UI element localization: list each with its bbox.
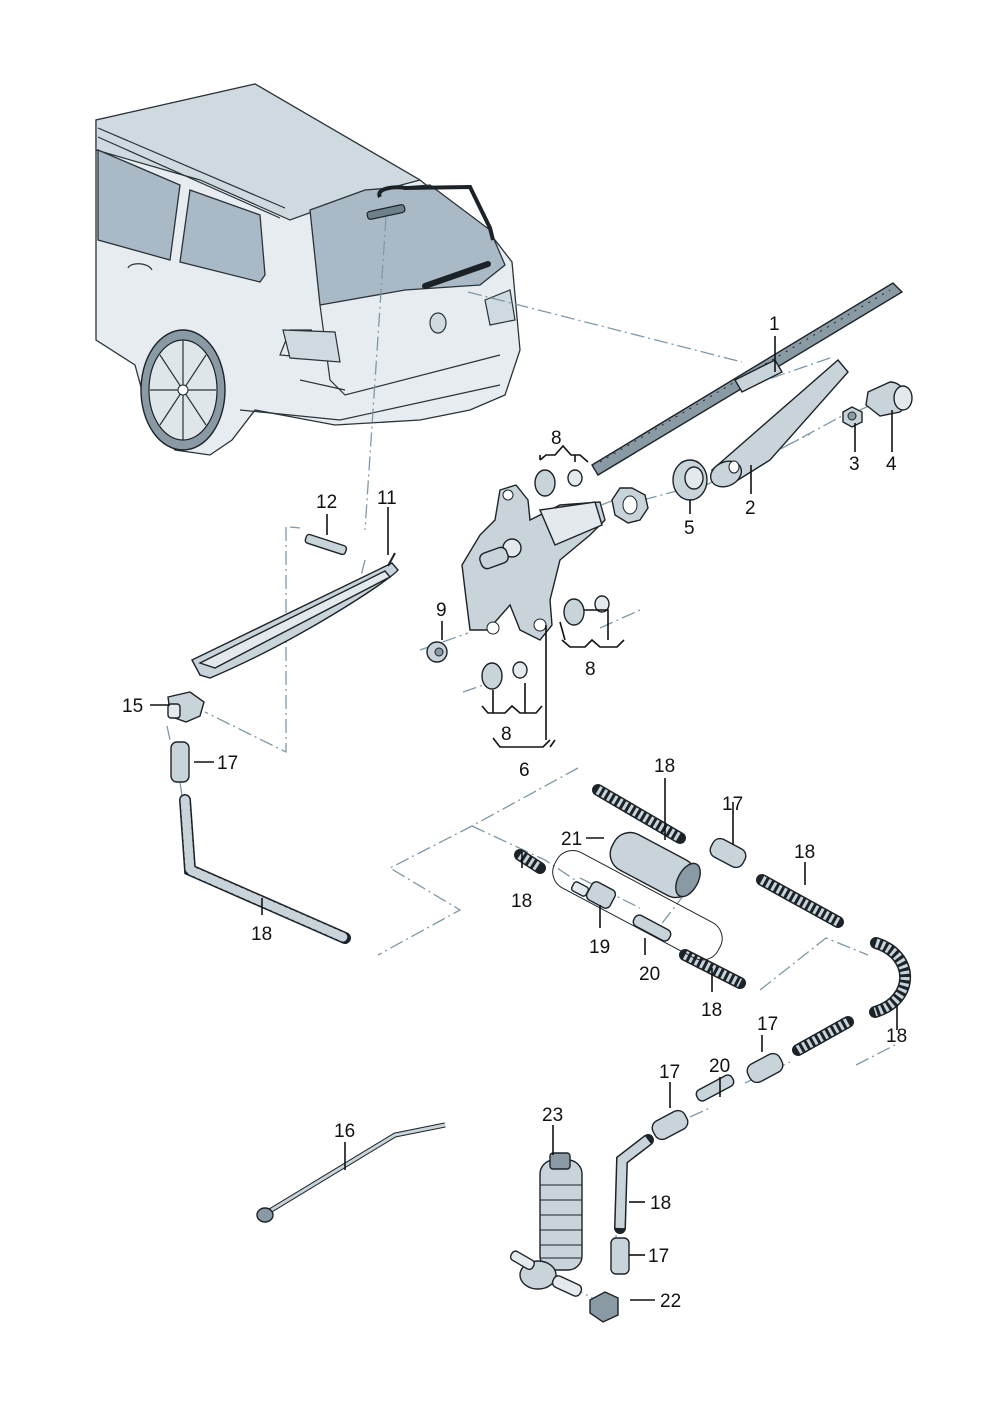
callout-18-pump: 18 bbox=[650, 1193, 671, 1214]
callout-22: 22 bbox=[660, 1291, 681, 1312]
part-wiper-blade[interactable] bbox=[591, 282, 904, 476]
hose-short-left[interactable] bbox=[514, 849, 546, 874]
callout-8-right: 8 bbox=[585, 659, 596, 680]
connector-17-pump[interactable] bbox=[649, 1108, 690, 1143]
vehicle-illustration bbox=[95, 83, 521, 456]
callout-17-top: 17 bbox=[722, 794, 743, 815]
part-rubber-mount-right[interactable] bbox=[563, 595, 610, 626]
part-rubber-mount-top[interactable] bbox=[534, 469, 583, 497]
part-washer-jet[interactable] bbox=[304, 533, 348, 556]
part-nut[interactable] bbox=[426, 641, 448, 663]
part-straight-connector-b[interactable] bbox=[695, 1073, 736, 1102]
callout-3: 3 bbox=[849, 454, 860, 475]
connector-17-vertical[interactable] bbox=[610, 1237, 630, 1275]
hose-mid-right[interactable] bbox=[756, 874, 844, 928]
callout-17-pump: 17 bbox=[659, 1062, 680, 1083]
hose-lower-right[interactable] bbox=[792, 1016, 854, 1056]
callout-20-b: 20 bbox=[709, 1056, 730, 1077]
leader-lines bbox=[150, 336, 898, 1301]
callout-23: 23 bbox=[542, 1105, 563, 1126]
callout-9: 9 bbox=[436, 600, 447, 621]
rear-wiper-on-car bbox=[422, 261, 491, 289]
callout-18-left: 18 bbox=[251, 924, 272, 945]
callout-2: 2 bbox=[745, 498, 756, 519]
connector-17-left[interactable] bbox=[170, 741, 190, 783]
part-wiper-arm[interactable] bbox=[706, 359, 849, 492]
high-brake-light-on-car bbox=[366, 204, 406, 220]
part-third-brake-light[interactable] bbox=[191, 552, 399, 679]
callout-18-short: 18 bbox=[511, 891, 532, 912]
part-elbow-connector[interactable] bbox=[167, 691, 205, 723]
callout-17-vertical: 17 bbox=[648, 1246, 669, 1267]
part-elbow-connector-22[interactable] bbox=[589, 1291, 619, 1323]
badge-emblem bbox=[429, 312, 447, 334]
connector-17-top[interactable] bbox=[707, 836, 748, 871]
part-protective-sleeve[interactable] bbox=[604, 826, 705, 904]
callout-15: 15 bbox=[122, 696, 143, 717]
callout-18-mid: 18 bbox=[794, 842, 815, 863]
connector-17-lower[interactable] bbox=[744, 1051, 785, 1086]
callout-17-lower: 17 bbox=[757, 1014, 778, 1035]
callout-17-left: 17 bbox=[217, 753, 238, 774]
reference-lines bbox=[166, 216, 896, 1301]
part-cover-cap[interactable] bbox=[865, 381, 913, 417]
callout-8-top: 8 bbox=[551, 428, 562, 449]
hose-pump[interactable] bbox=[614, 1134, 654, 1234]
rear-wheel bbox=[140, 329, 226, 451]
hose-bend-right[interactable] bbox=[869, 937, 912, 1018]
hose-top-right[interactable] bbox=[592, 784, 686, 844]
part-straight-connector-a[interactable] bbox=[632, 913, 673, 942]
callout-5: 5 bbox=[684, 518, 695, 539]
part-cable-tie[interactable] bbox=[256, 1122, 446, 1223]
part-wiper-motor[interactable] bbox=[461, 484, 606, 641]
part-washer-pump[interactable] bbox=[509, 1152, 583, 1298]
callout-4: 4 bbox=[886, 454, 897, 475]
hose-left[interactable] bbox=[179, 794, 351, 944]
callout-20-a: 20 bbox=[639, 964, 660, 985]
sleeve-outline bbox=[552, 849, 723, 961]
callout-labels: 1 2 3 4 5 6 8 8 8 9 11 12 15 16 17 17 17… bbox=[122, 314, 907, 1312]
callout-18-top: 18 bbox=[654, 756, 675, 777]
callout-21: 21 bbox=[561, 829, 582, 850]
callout-8-bottom: 8 bbox=[501, 724, 512, 745]
callout-11: 11 bbox=[377, 488, 397, 509]
callout-19: 19 bbox=[589, 937, 610, 958]
callout-12: 12 bbox=[316, 492, 337, 513]
callout-18-sleeve: 18 bbox=[701, 1000, 722, 1021]
callout-18-bend: 18 bbox=[886, 1026, 907, 1047]
part-hex-nut[interactable] bbox=[842, 406, 863, 428]
part-star-washer[interactable] bbox=[611, 487, 649, 524]
callout-16: 16 bbox=[334, 1121, 355, 1142]
part-rubber-mount-bottom[interactable] bbox=[481, 661, 528, 690]
part-check-valve[interactable] bbox=[570, 880, 618, 910]
part-spindle-grommet[interactable] bbox=[672, 459, 708, 501]
callout-6: 6 bbox=[519, 760, 530, 781]
callout-1: 1 bbox=[769, 314, 780, 335]
